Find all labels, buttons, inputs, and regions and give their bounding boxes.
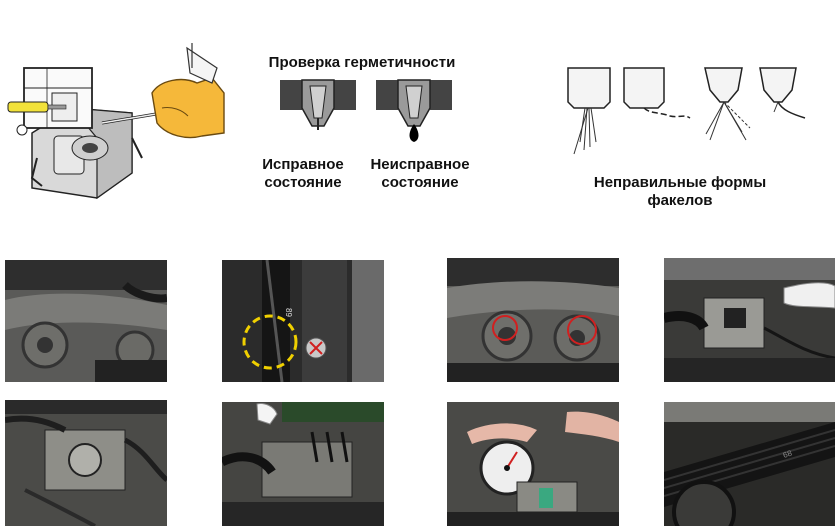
nozzle-good-diagram [278,78,358,133]
injector-tester-illustration [2,38,227,203]
svg-text:89: 89 [284,308,293,317]
photo-belt-closeup: 68 [664,402,835,526]
good-state-label-line2: состояние [264,174,342,191]
spray-patterns-illustration [560,62,810,162]
spray-patterns-label-line2: факелов [647,192,713,209]
photo-pressure-gauge [447,402,619,526]
photo-timing-belt-red-marks [447,258,619,382]
photo-timing-belt-cover [5,260,167,382]
nozzle-faulty-diagram [374,78,454,146]
spray-patterns-label-line1: Неправильные формы [593,174,767,191]
good-state-label-line1: Исправное [262,156,344,173]
leak-test-title: Проверка герметичности [268,54,456,71]
faulty-state-label-line2: состояние [381,174,459,191]
photo-injection-pump-hand [664,258,835,382]
faulty-state-label-line1: Неисправное [370,156,470,173]
photo-belt-marks-yellow-circle: 89 [222,260,384,382]
photo-engine-bay-glove [222,402,384,526]
photo-fuel-injection-pump [5,400,167,526]
svg-text:68: 68 [782,448,794,459]
